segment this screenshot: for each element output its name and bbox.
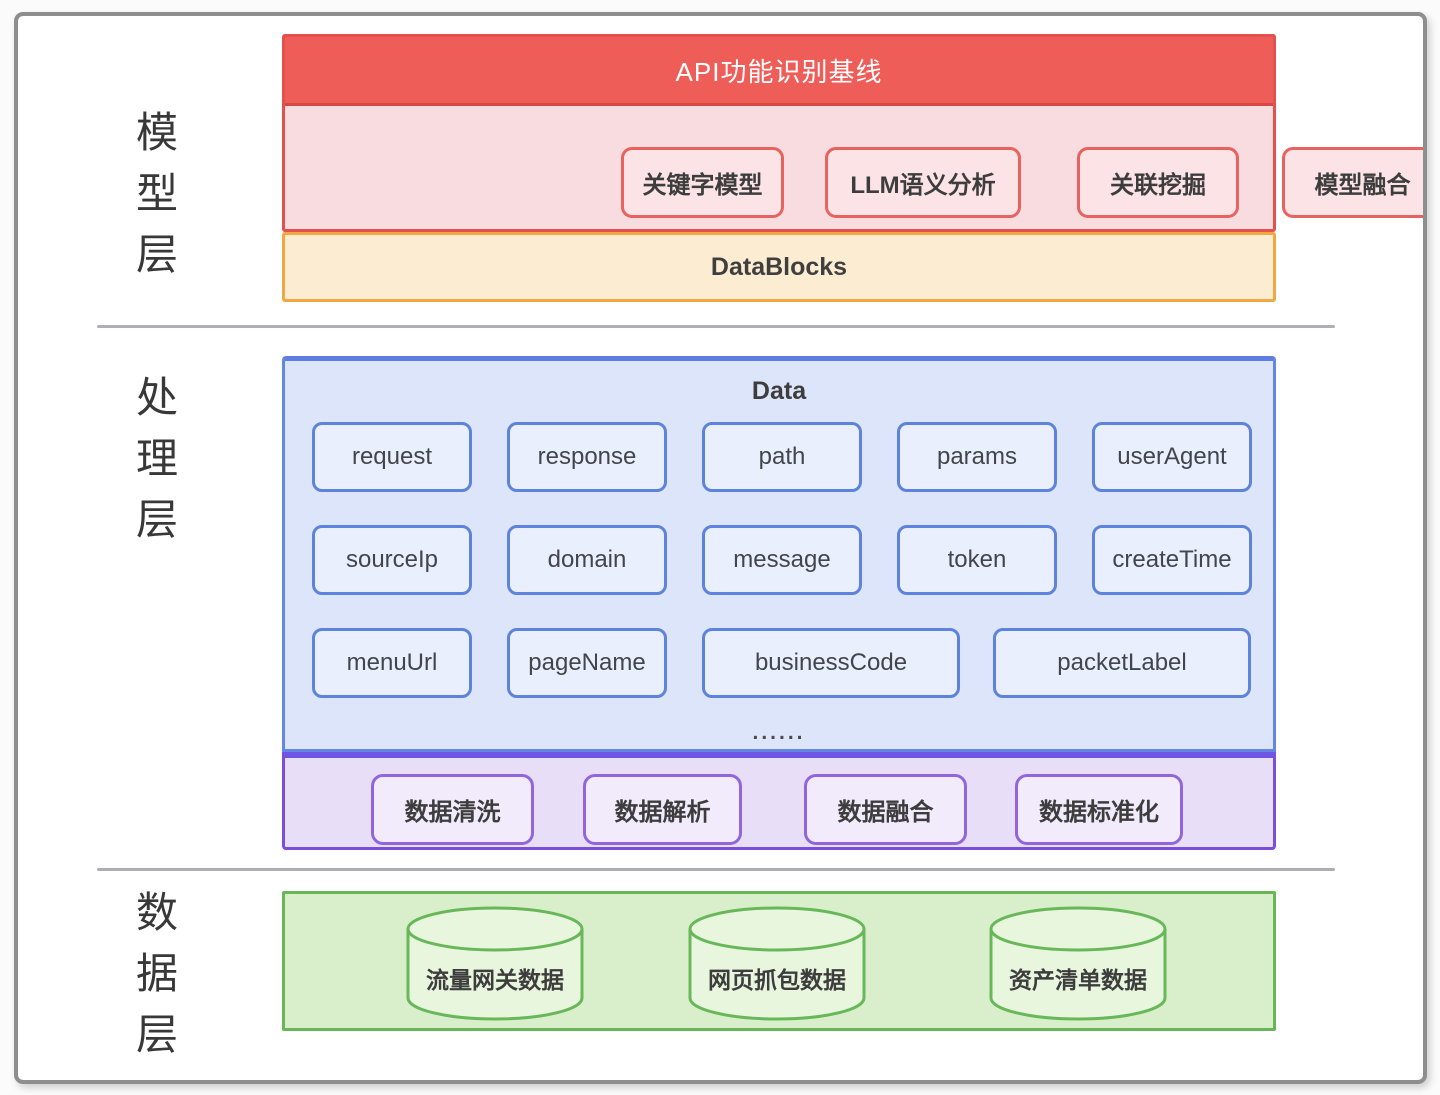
step-box-normalization: 数据标准化	[1015, 774, 1183, 845]
database-label-gateway: 流量网关数据	[426, 967, 564, 993]
pipeline-band: 数据清洗 数据解析 数据融合 数据标准化	[282, 752, 1276, 850]
model-box-keyword: 关键字模型	[621, 147, 784, 218]
datablocks-bar: DataBlocks	[282, 232, 1276, 302]
database-cylinder-icon	[406, 906, 584, 1021]
database-cylinder: 网页抓包数据	[687, 905, 867, 1023]
database-cylinder: 流量网关数据	[405, 905, 585, 1023]
divider	[97, 325, 1335, 328]
data-layer-container: 流量网关数据 网页抓包数据 资产清单数据	[282, 891, 1276, 1031]
layer-label-char: 处	[135, 374, 178, 421]
database-label-webcapture: 网页抓包数据	[708, 967, 846, 993]
layer-label-char: 据	[135, 950, 178, 997]
database-cylinder: 资产清单数据	[988, 905, 1168, 1023]
layer-label-processing: 处 理 层	[134, 367, 180, 550]
step-box-cleaning: 数据清洗	[371, 774, 534, 845]
layer-label-data: 数 据 层	[134, 882, 180, 1065]
field-box-request: request	[312, 422, 472, 492]
model-box-llm: LLM语义分析	[825, 147, 1021, 218]
layer-label-char: 理	[135, 435, 178, 482]
field-box-createtime: createTime	[1092, 525, 1252, 595]
model-layer-group: API功能识别基线 关键字模型 LLM语义分析 关联挖掘 模型融合	[282, 34, 1423, 232]
data-container: Data request response path params userAg…	[282, 356, 1276, 752]
field-box-useragent: userAgent	[1092, 422, 1252, 492]
field-box-menuurl: menuUrl	[312, 628, 472, 698]
model-box-fusion: 模型融合	[1282, 147, 1423, 218]
step-box-fusion: 数据融合	[804, 774, 967, 845]
database-cylinder-icon	[688, 906, 866, 1021]
field-box-path: path	[702, 422, 862, 492]
field-box-domain: domain	[507, 525, 667, 595]
database-cylinder-icon	[989, 906, 1167, 1021]
field-box-params: params	[897, 422, 1057, 492]
field-box-pagename: pageName	[507, 628, 667, 698]
layer-label-char: 型	[135, 170, 178, 217]
model-box-mining: 关联挖掘	[1077, 147, 1239, 218]
layer-label-char: 层	[135, 231, 178, 278]
layer-label-char: 模	[135, 109, 178, 156]
ellipsis: ......	[752, 721, 806, 744]
layer-label-char: 数	[135, 889, 178, 936]
layer-label-char: 层	[135, 1011, 178, 1058]
data-title: Data	[751, 377, 807, 405]
field-box-businesscode: businessCode	[702, 628, 960, 698]
field-box-message: message	[702, 525, 862, 595]
layer-label-char: 层	[135, 496, 178, 543]
field-box-packetlabel: packetLabel	[993, 628, 1251, 698]
api-baseline-banner: API功能识别基线	[285, 37, 1273, 106]
database-label-assets: 资产清单数据	[1009, 967, 1147, 993]
layer-label-model: 模 型 层	[134, 102, 180, 285]
field-box-token: token	[897, 525, 1057, 595]
field-box-sourceip: sourceIp	[312, 525, 472, 595]
step-box-parsing: 数据解析	[583, 774, 742, 845]
field-box-response: response	[507, 422, 667, 492]
divider	[97, 868, 1335, 871]
diagram-card: 模 型 层 处 理 层 数 据 层 API功能识别基线 关键字模型 LLM语义分…	[14, 12, 1427, 1084]
